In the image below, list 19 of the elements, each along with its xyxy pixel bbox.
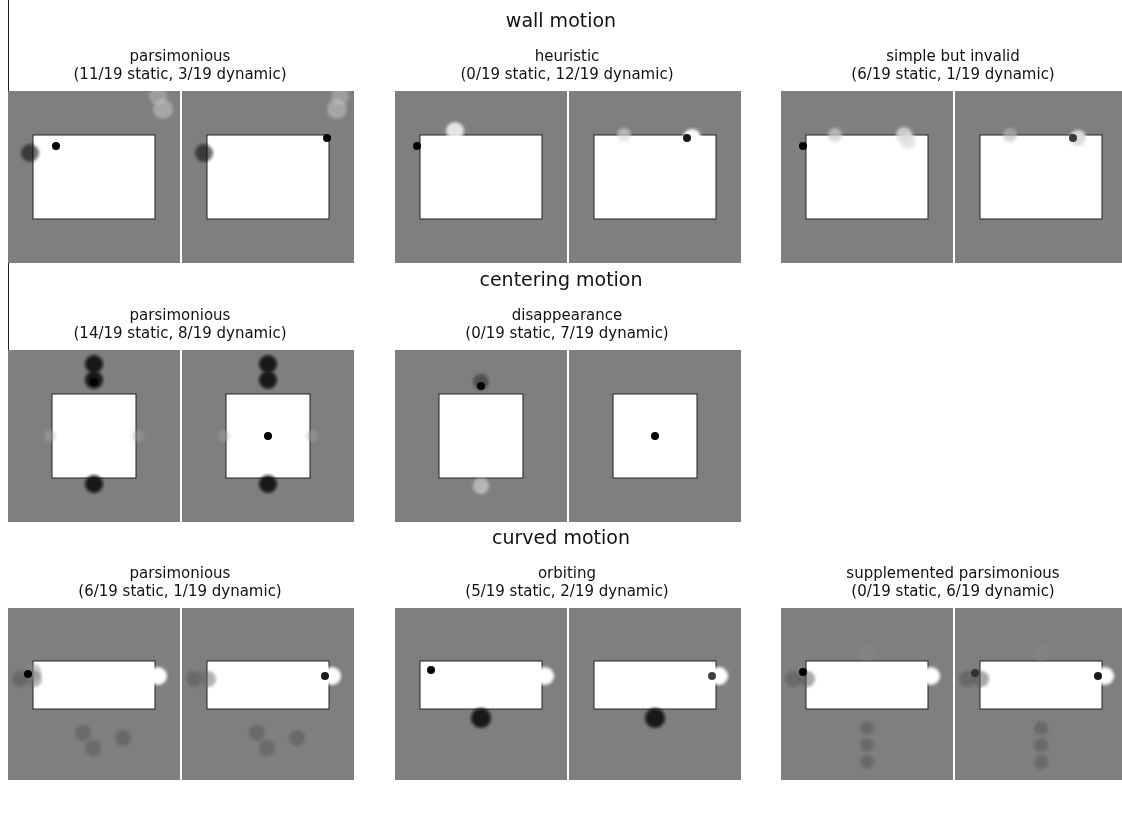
panel-caption: parsimonious — [129, 308, 231, 323]
panel-caption: (0/19 static, 7/19 dynamic) — [465, 326, 669, 341]
section-heading: curved motion — [492, 528, 630, 547]
section-heading: centering motion — [479, 270, 643, 289]
section-heading: wall motion — [505, 11, 617, 30]
panel-caption: orbiting — [537, 566, 597, 581]
panel-caption: (11/19 static, 3/19 dynamic) — [73, 67, 287, 82]
panel-caption: (5/19 static, 2/19 dynamic) — [465, 584, 669, 599]
panel-caption: disappearance — [511, 308, 623, 323]
panel-caption: supplemented parsimonious — [846, 566, 1060, 581]
panel-caption: (6/19 static, 1/19 dynamic) — [78, 584, 282, 599]
panel-caption: parsimonious — [129, 566, 231, 581]
panel-caption: (14/19 static, 8/19 dynamic) — [73, 326, 287, 341]
panel-caption: heuristic — [534, 49, 600, 64]
panel-caption: parsimonious — [129, 49, 231, 64]
panel-caption: (6/19 static, 1/19 dynamic) — [851, 67, 1055, 82]
panel-caption: simple but invalid — [886, 49, 1020, 64]
panel-caption: (0/19 static, 12/19 dynamic) — [460, 67, 674, 82]
panel-caption: (0/19 static, 6/19 dynamic) — [851, 584, 1055, 599]
